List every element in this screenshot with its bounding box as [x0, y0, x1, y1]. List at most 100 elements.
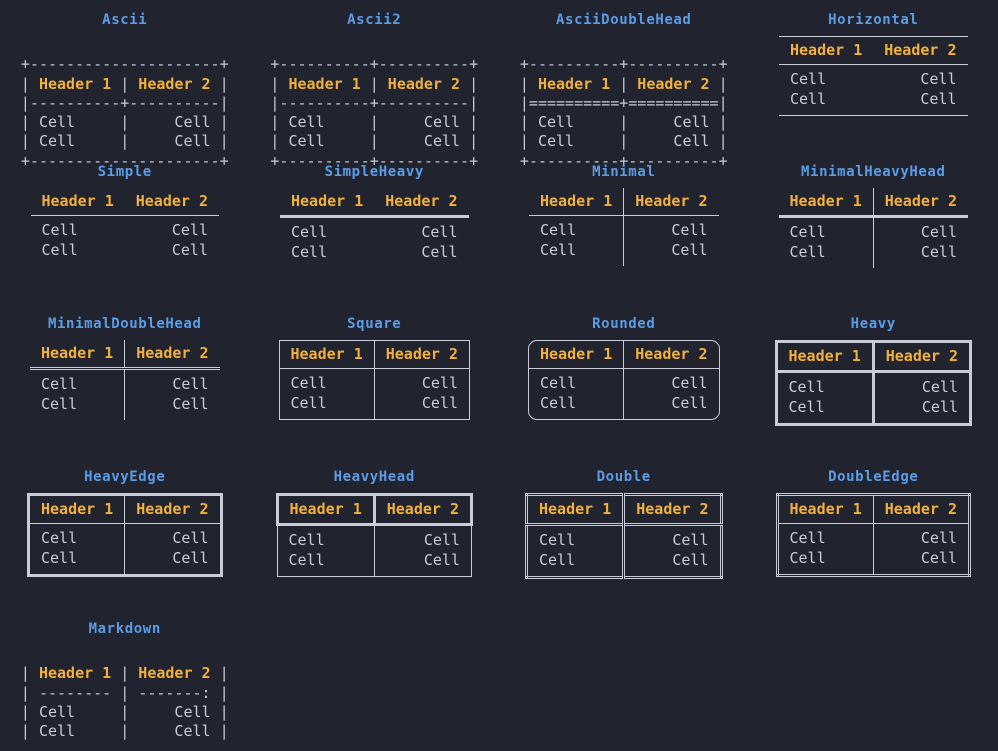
body-cell: Cell	[28, 523, 126, 549]
header-cell-2: Header 2	[636, 500, 709, 518]
table-square: Header 1 Header 2 Cell Cell Cell Cell	[278, 340, 470, 420]
table-demo-heavyhead: HeavyHead Header 1 Header 2 Cell Cell Ce…	[250, 457, 500, 609]
table-header-row: Header 1 Header 2	[776, 341, 971, 372]
body-cell: Cell	[172, 375, 209, 394]
body-cell: Cell	[672, 531, 709, 550]
table-row: Cell Cell	[779, 65, 968, 90]
ascii-line-header: | Header 1 | Header 2 |	[20, 74, 229, 93]
body-cell: Cell	[41, 221, 78, 240]
table-title-heavyhead: HeavyHead	[333, 469, 415, 485]
table-header-row: Header 1 Header 2	[30, 188, 219, 216]
header-cell-1: Header 1	[529, 341, 625, 369]
header-cell-2: Header 2	[885, 347, 958, 365]
table-row: Cell Cell	[28, 523, 222, 549]
table-row: Cell Cell	[30, 394, 220, 420]
ascii-line-row2: | Cell | Cell |	[519, 132, 728, 151]
table-demo-doubleedge: DoubleEdge Header 1 Header 2 Cell Cell C…	[749, 457, 998, 609]
ascii-art-markdown: | Header 1 | Header 2 | | -------- | ---…	[21, 645, 229, 741]
body-cell: Cell	[421, 242, 458, 261]
body-cell: Cell	[421, 223, 458, 242]
table-row: Cell Cell	[277, 524, 472, 551]
body-cell: Cell	[671, 240, 708, 259]
table-row: Cell Cell	[31, 241, 220, 266]
header-cell-2: Header 2	[884, 41, 957, 59]
table-title-square: Square	[347, 316, 402, 332]
table-title-doubleedge: DoubleEdge	[828, 469, 919, 485]
body-cell: Cell	[41, 240, 78, 259]
ascii-line-headsep: |----------+----------|	[20, 93, 229, 112]
body-cell: Cell	[421, 393, 458, 412]
body-cell: Cell	[279, 368, 375, 394]
body-cell: Cell	[171, 221, 208, 240]
table-row: Cell Cell	[529, 393, 719, 419]
table-title-rounded: Rounded	[592, 316, 656, 332]
table-title-minimaldoublehead: MinimalDoubleHead	[48, 316, 202, 332]
table-title-asciidoublehead: AsciiDoubleHead	[556, 12, 692, 28]
ascii-art-ascii2: +----------+----------+ | Header 1 | Hea…	[270, 36, 478, 171]
header-cell-2: Header 2	[387, 74, 461, 93]
table-minimaldoublehead: Header 1 Header 2 Cell Cell Cell Cell	[30, 340, 220, 420]
table-row: Cell Cell	[529, 368, 719, 394]
body-cell: Cell	[421, 374, 458, 393]
table-simple: Header 1 Header 2 Cell Cell Cell Cell	[30, 188, 220, 266]
table-title-simple: Simple	[97, 164, 152, 180]
body-cell: Cell	[291, 242, 328, 261]
header-cell-1: Header 1	[28, 494, 126, 524]
ascii-line-row2: | Cell | Cell |	[270, 132, 479, 151]
table-header-row: Header 1 Header 2	[280, 188, 469, 217]
body-cell: Cell	[921, 378, 958, 397]
table-demo-minimalheavyhead: MinimalHeavyHead Header 1 Header 2 Cell …	[749, 152, 998, 304]
table-doubleedge: Header 1 Header 2 Cell Cell Cell Cell	[775, 493, 971, 577]
body-cell: Cell	[172, 529, 209, 548]
table-row: Cell Cell	[529, 215, 719, 241]
table-demo-minimaldoublehead: MinimalDoubleHead Header 1 Header 2 Cell…	[0, 304, 250, 457]
body-cell: Cell	[776, 371, 875, 398]
table-header-row: Header 1 Header 2	[779, 36, 968, 65]
ascii-line-row1: | Cell | Cell |	[519, 113, 728, 132]
table-row: Cell Cell	[777, 548, 970, 576]
header-cell-1: Header 1	[778, 188, 874, 217]
table-title-ascii: Ascii	[102, 12, 148, 28]
body-cell: Cell	[920, 89, 957, 108]
body-cell: Cell	[777, 523, 874, 549]
body-cell: Cell	[920, 223, 957, 242]
header-cell-2: Header 2	[136, 344, 209, 362]
table-row: Cell Cell	[776, 371, 971, 398]
ascii-line-headsep: | -------- | -------: |	[20, 683, 229, 702]
header-cell-1: Header 1	[30, 340, 126, 369]
header-cell-1: Header 1	[537, 74, 611, 93]
body-cell: Cell	[279, 393, 375, 420]
header-cell-1: Header 1	[288, 74, 361, 93]
body-cell: Cell	[529, 240, 625, 266]
table-demo-simpleheavy: SimpleHeavy Header 1 Header 2 Cell Cell …	[250, 152, 500, 304]
table-demo-rounded: Rounded Header 1 Header 2 Cell Cell Cell…	[499, 304, 749, 457]
table-title-double: Double	[596, 469, 651, 485]
table-header-row: Header 1 Header 2	[28, 494, 221, 524]
body-cell: Cell	[671, 221, 708, 240]
table-heavyedge: Header 1 Header 2 Cell Cell Cell Cell	[27, 493, 223, 577]
table-simpleheavy: Header 1 Header 2 Cell Cell Cell Cell	[280, 188, 469, 268]
body-cell: Cell	[790, 70, 827, 89]
header-cell-1: Header 1	[526, 494, 626, 525]
ascii-line-top: +----------+----------+	[519, 55, 728, 74]
grid-empty-slot	[749, 609, 998, 751]
table-title-minimalheavyhead: MinimalHeavyHead	[801, 164, 946, 180]
body-cell: Cell	[172, 394, 209, 413]
body-cell: Cell	[529, 215, 625, 241]
header-cell-1: Header 1	[41, 192, 114, 210]
body-cell: Cell	[291, 223, 328, 242]
grid-empty-slot	[250, 609, 500, 751]
header-cell-1: Header 1	[776, 341, 875, 372]
header-cell-2: Header 2	[884, 192, 957, 210]
body-cell: Cell	[529, 393, 625, 419]
header-cell-1: Header 1	[38, 664, 112, 683]
table-demo-minimal: Minimal Header 1 Header 2 Cell Cell Cell…	[499, 152, 749, 304]
table-heavy: Header 1 Header 2 Cell Cell Cell Cell	[774, 340, 972, 426]
body-cell: Cell	[920, 529, 957, 548]
header-cell-2: Header 2	[385, 345, 458, 363]
header-cell-2: Header 2	[135, 192, 208, 210]
header-cell-2: Header 2	[374, 494, 474, 525]
body-cell: Cell	[28, 548, 126, 576]
table-title-markdown: Markdown	[88, 621, 161, 637]
table-title-minimal: Minimal	[592, 164, 656, 180]
